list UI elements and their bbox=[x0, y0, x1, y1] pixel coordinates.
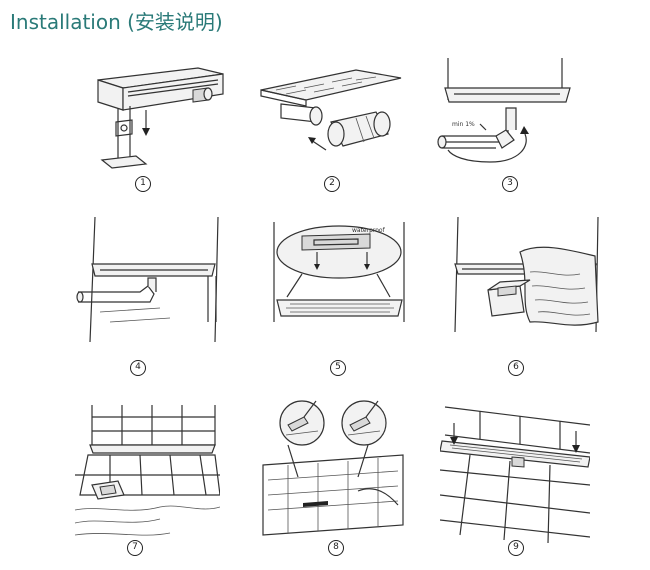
drain-support-diagram bbox=[97, 67, 224, 169]
step-9-number: 9 bbox=[508, 540, 524, 556]
step-6-illustration: 6 bbox=[450, 212, 600, 376]
step-2-number: 2 bbox=[324, 176, 340, 192]
step-8-illustration: 8 bbox=[258, 395, 408, 556]
step-5-number: 5 bbox=[330, 360, 346, 376]
step-4-illustration: 4 bbox=[70, 212, 220, 376]
step-3-number: 3 bbox=[502, 176, 518, 192]
floor-tiling-diagram bbox=[262, 400, 404, 536]
wall-tiling-diagram bbox=[74, 405, 220, 536]
step-5-illustration: waterproof 5 bbox=[262, 212, 412, 376]
step-8-number: 8 bbox=[328, 540, 344, 556]
slope-pipe-diagram: min 1% bbox=[437, 58, 571, 163]
step-3-illustration: min 1% 3 bbox=[430, 50, 580, 200]
step-7-number: 7 bbox=[127, 540, 143, 556]
page-title: Installation (安装说明) bbox=[10, 10, 223, 34]
slope-label: min 1% bbox=[452, 121, 475, 128]
step-4-number: 4 bbox=[130, 360, 146, 376]
insert-grate-diagram bbox=[440, 406, 590, 544]
apply-adhesive-diagram bbox=[454, 216, 599, 333]
waterproof-membrane-diagram: waterproof bbox=[273, 222, 405, 322]
step-6-number: 6 bbox=[508, 360, 524, 376]
outlet-connection-diagram bbox=[260, 69, 402, 151]
step-2-illustration: 2 bbox=[256, 50, 406, 200]
connect-pipe-diagram bbox=[76, 216, 219, 343]
step-9-illustration: 9 bbox=[440, 395, 590, 556]
waterproof-label: waterproof bbox=[352, 227, 386, 234]
step-1-illustration: 1 bbox=[88, 50, 238, 200]
step-1-number: 1 bbox=[135, 176, 151, 192]
step-7-illustration: 7 bbox=[70, 395, 220, 556]
